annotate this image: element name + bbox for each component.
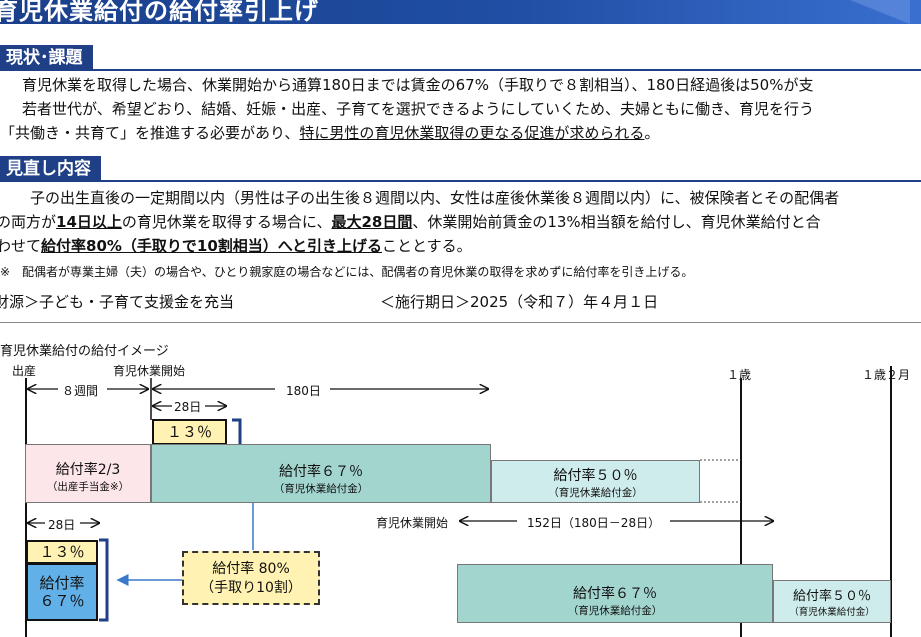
upper-rate67-sub: （育児休業給付金） (273, 483, 369, 495)
leave-start-label: 育児休業開始 (113, 364, 186, 378)
rate80-label: 給付率 80% (212, 561, 290, 577)
lower-rate67-sub: （育児休業給付金） (567, 605, 663, 617)
days-28-label: 28日 (174, 400, 202, 414)
upper-rate67-box: 給付率６７％ （育児休業給付金） (151, 444, 491, 503)
lower-rate67-short-box: 給付率 ６７％ (26, 563, 98, 621)
section1-line1: 育児休業を取得した場合、休業開始から通算180日までは賃金の67%（手取りで８割… (22, 76, 814, 94)
lower-rate67-short-label: 給付率 (39, 574, 85, 592)
eight-weeks-label: ８週間 (62, 384, 99, 398)
page-title: 育児休業給付の給付率引上げ (0, 0, 319, 25)
rate80-callout: 給付率 80% （手取り10割） (182, 551, 320, 605)
lower-rate50-sub: （育児休業給付金） (789, 607, 875, 618)
section2-line3: わせて給付率80%（手取りで10割相当）へと引き上げることとする。 (0, 237, 472, 255)
upper-rate50-label: 給付率５０％ (553, 468, 638, 484)
upper-rate67-label: 給付率６７％ (279, 464, 363, 480)
days-152-label: 152日（180日－28日） (527, 516, 661, 530)
lower-days-28-label: 28日 (48, 518, 76, 532)
title-decoration (850, 0, 910, 24)
section-heading-revision: 見直し内容 (0, 156, 101, 182)
diagram-divider (0, 322, 921, 323)
section1-line3: 「共働き・共育て」を推進する必要があり、特に男性の育児休業取得の更なる促進が求め… (0, 124, 660, 142)
lower-rate50-box: 給付率５０％ （育児休業給付金） (773, 580, 891, 623)
upper-rate50-box: 給付率５０％ （育児休業給付金） (491, 460, 700, 503)
lower-rate67-short-value: ６７％ (39, 592, 85, 610)
section-divider (0, 69, 921, 71)
diagram-title: 育児休業給付の給付イメージ (0, 344, 169, 359)
section-heading-current: 現状･課題 (0, 45, 93, 71)
rate80-sub: （手取り10割） (200, 580, 302, 596)
section2-note: ※ 配偶者が専業主婦（夫）の場合や、ひとり親家庭の場合などには、配偶者の育児休業… (0, 265, 694, 279)
age-one-label: １歳 (727, 368, 752, 382)
section-divider (0, 180, 921, 182)
upper-rate50-sub: （育児休業給付金） (548, 487, 643, 499)
birth-label: 出産 (12, 364, 37, 378)
section2-line2: の両方が14日以上の育児休業を取得する場合に、最大28日間、休業開始前賃金の13… (0, 213, 821, 231)
section1-line2: 若者世代が、希望どおり、結婚、妊娠・出産、子育てを選択できるようにしていくため、… (22, 100, 815, 118)
title-bar (0, 0, 921, 24)
section2-line1: 子の出生直後の一定期間以内（男性は子の出生後８週間以内、女性は産後休業後８週間以… (30, 189, 840, 207)
upper-13-percent-box: １３％ (152, 419, 227, 445)
lower-rate50-label: 給付率５０％ (792, 589, 871, 604)
lower-13-percent-box: １３％ (26, 540, 98, 564)
days-180-label: 180日 (286, 384, 321, 398)
age-one-two-months-label: １歳２月 (862, 368, 911, 382)
lower-rate67-box: 給付率６７％ （育児休業給付金） (457, 564, 773, 623)
funding-source: 財源＞子ども・子育て支援金を充当 (0, 293, 235, 311)
lower-rate67-label: 給付率６７％ (573, 586, 657, 602)
leave-start-label-lower: 育児休業開始 (376, 516, 449, 530)
effective-date: ＜施行期日＞2025（令和７）年４月１日 (380, 293, 659, 311)
maternity-rate-sub: （出産手当金※） (46, 481, 130, 493)
maternity-allowance-box: 給付率2/3 （出産手当金※） (25, 444, 151, 503)
maternity-rate-label: 給付率2/3 (55, 462, 121, 478)
